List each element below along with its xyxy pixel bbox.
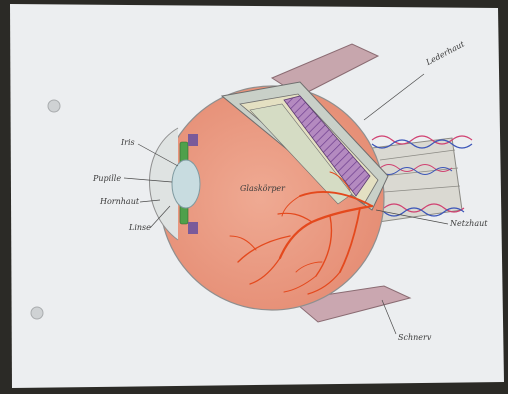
label-schnerv: Schnerv (398, 334, 431, 342)
lens (172, 160, 200, 208)
binder-hole-top (48, 100, 60, 112)
label-iris: Iris (121, 139, 135, 147)
label-glaskoerper: Glaskörper (240, 185, 285, 193)
binder-hole-bottom (31, 307, 43, 319)
label-linse: Linse (129, 224, 151, 232)
label-hornhaut: Hornhaut (100, 198, 139, 206)
label-pupille: Pupille (93, 175, 121, 183)
label-netzhaut: Netzhaut (450, 220, 487, 228)
ciliary-lower (188, 222, 198, 234)
ciliary-upper (188, 134, 198, 146)
